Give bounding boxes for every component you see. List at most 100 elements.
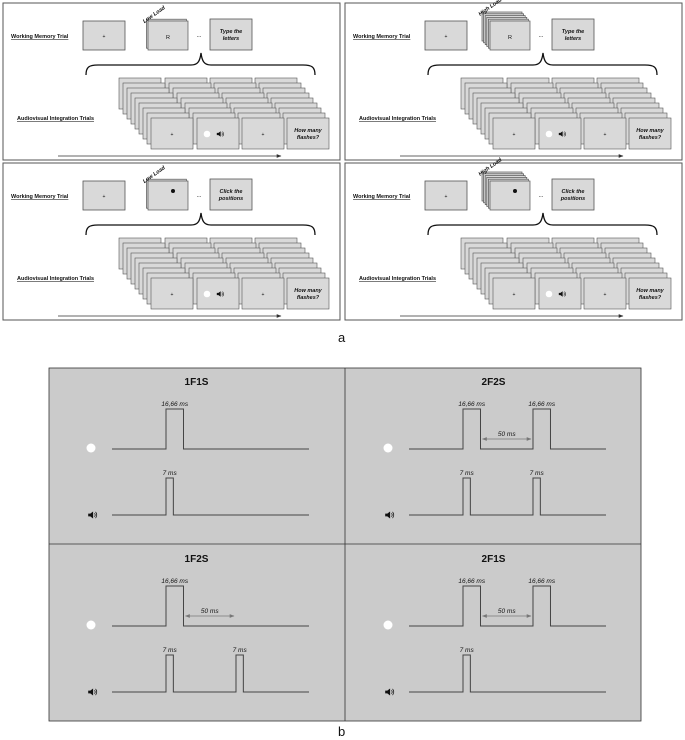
av-trial-screen [628,117,672,150]
duration-label: 7 ms [233,647,248,654]
speaker-wave [222,131,224,137]
condition-title: 1F2S [185,554,209,565]
av-task-line: flashes? [297,295,320,301]
speaker-wave [222,291,224,297]
flash-dot [203,130,211,138]
part-a-label: a [338,330,346,345]
gap-label: 50 ms [201,608,219,615]
av-trial-screen [241,277,285,310]
wm-task-line: positions [560,196,585,202]
memory-dot [513,189,517,193]
av-task-line: How many [636,128,664,134]
wm-response-screen [551,18,595,51]
duration-label: 7 ms [460,647,475,654]
duration-label: 16,66 ms [161,578,188,585]
wm-trial-label: Working Memory Trial [353,34,411,40]
speaker-wave [95,511,98,519]
wm-trial-label: Working Memory Trial [353,194,411,200]
wm-response-screen [209,178,253,211]
wm-task-line: letters [223,36,240,42]
av-trial-screen [583,277,627,310]
ellipsis: ... [196,33,201,39]
gap-label: 50 ms [498,608,516,615]
ellipsis: ... [538,33,543,39]
speaker-icon [385,688,395,696]
signal-trace [112,477,309,516]
speaker-body [558,131,563,137]
speaker-wave [392,511,395,519]
speaker-wave [94,513,96,517]
av-trial-screen [150,117,194,150]
wm-task-line: Click the [220,189,243,195]
curly-brace [427,52,658,76]
duration-label: 16,66 ms [161,401,188,408]
fixation-cross: + [445,194,448,200]
fixation-screen [424,180,468,211]
av-trial-screen [628,277,672,310]
speaker-wave [564,291,566,297]
speaker-wave [221,292,223,296]
speaker-wave [95,688,98,696]
speaker-body [216,131,221,137]
flash-icon [383,443,393,453]
memory-dot [171,189,175,193]
duration-label: 16,66 ms [458,401,485,408]
paradigm-panel: Working Memory Trial+High Load...Click t… [344,157,683,321]
speaker-wave [563,292,565,296]
av-trial-screen [286,117,330,150]
av-task-line: How many [636,288,664,294]
memory-letter: R [508,35,512,41]
curly-brace [427,212,658,236]
memory-letter: R [166,35,170,41]
speaker-icon [558,131,566,137]
av-trials-label: Audiovisual Integration Trials [17,116,94,122]
signal-trace [112,654,309,693]
condition-title: 2F1S [482,554,506,565]
speaker-wave [391,690,393,694]
av-trials-label: Audiovisual Integration Trials [359,276,436,282]
fixation-screen [424,20,468,51]
speaker-body [385,511,391,519]
wm-response-screen [551,178,595,211]
ellipsis: ... [196,193,201,199]
speaker-body [558,291,563,297]
duration-label: 16,66 ms [458,578,485,585]
fixation-cross: + [103,194,106,200]
flash-icon [383,620,393,630]
av-task-line: How many [294,288,322,294]
fixation-cross: + [171,132,174,138]
speaker-body [216,291,221,297]
flash-icon [86,443,96,453]
speaker-wave [391,513,393,517]
av-trials-label: Audiovisual Integration Trials [359,116,436,122]
condition-panel: 1F2S 16,66 ms 50 ms 7 ms 7 ms [86,554,309,696]
av-trial-screen [492,117,536,150]
condition-title: 1F1S [185,377,209,388]
fixation-cross: + [604,132,607,138]
curly-brace [85,52,316,76]
signal-trace [112,585,309,627]
memory-screen [147,20,189,51]
wm-trial-label: Working Memory Trial [11,194,69,200]
speaker-body [385,688,391,696]
signal-trace [409,408,606,450]
av-task-line: flashes? [297,135,320,141]
speaker-body [88,511,94,519]
duration-label: 7 ms [163,647,178,654]
wm-task-line: Type the [220,29,242,35]
speaker-wave [563,132,565,136]
av-trial-screen [241,117,285,150]
fixation-screen [82,180,126,211]
speaker-icon [88,688,98,696]
av-trial-screen [150,277,194,310]
fixation-cross: + [171,292,174,298]
fixation-cross: + [513,292,516,298]
wm-task-line: Click the [562,189,585,195]
speaker-icon [88,511,98,519]
